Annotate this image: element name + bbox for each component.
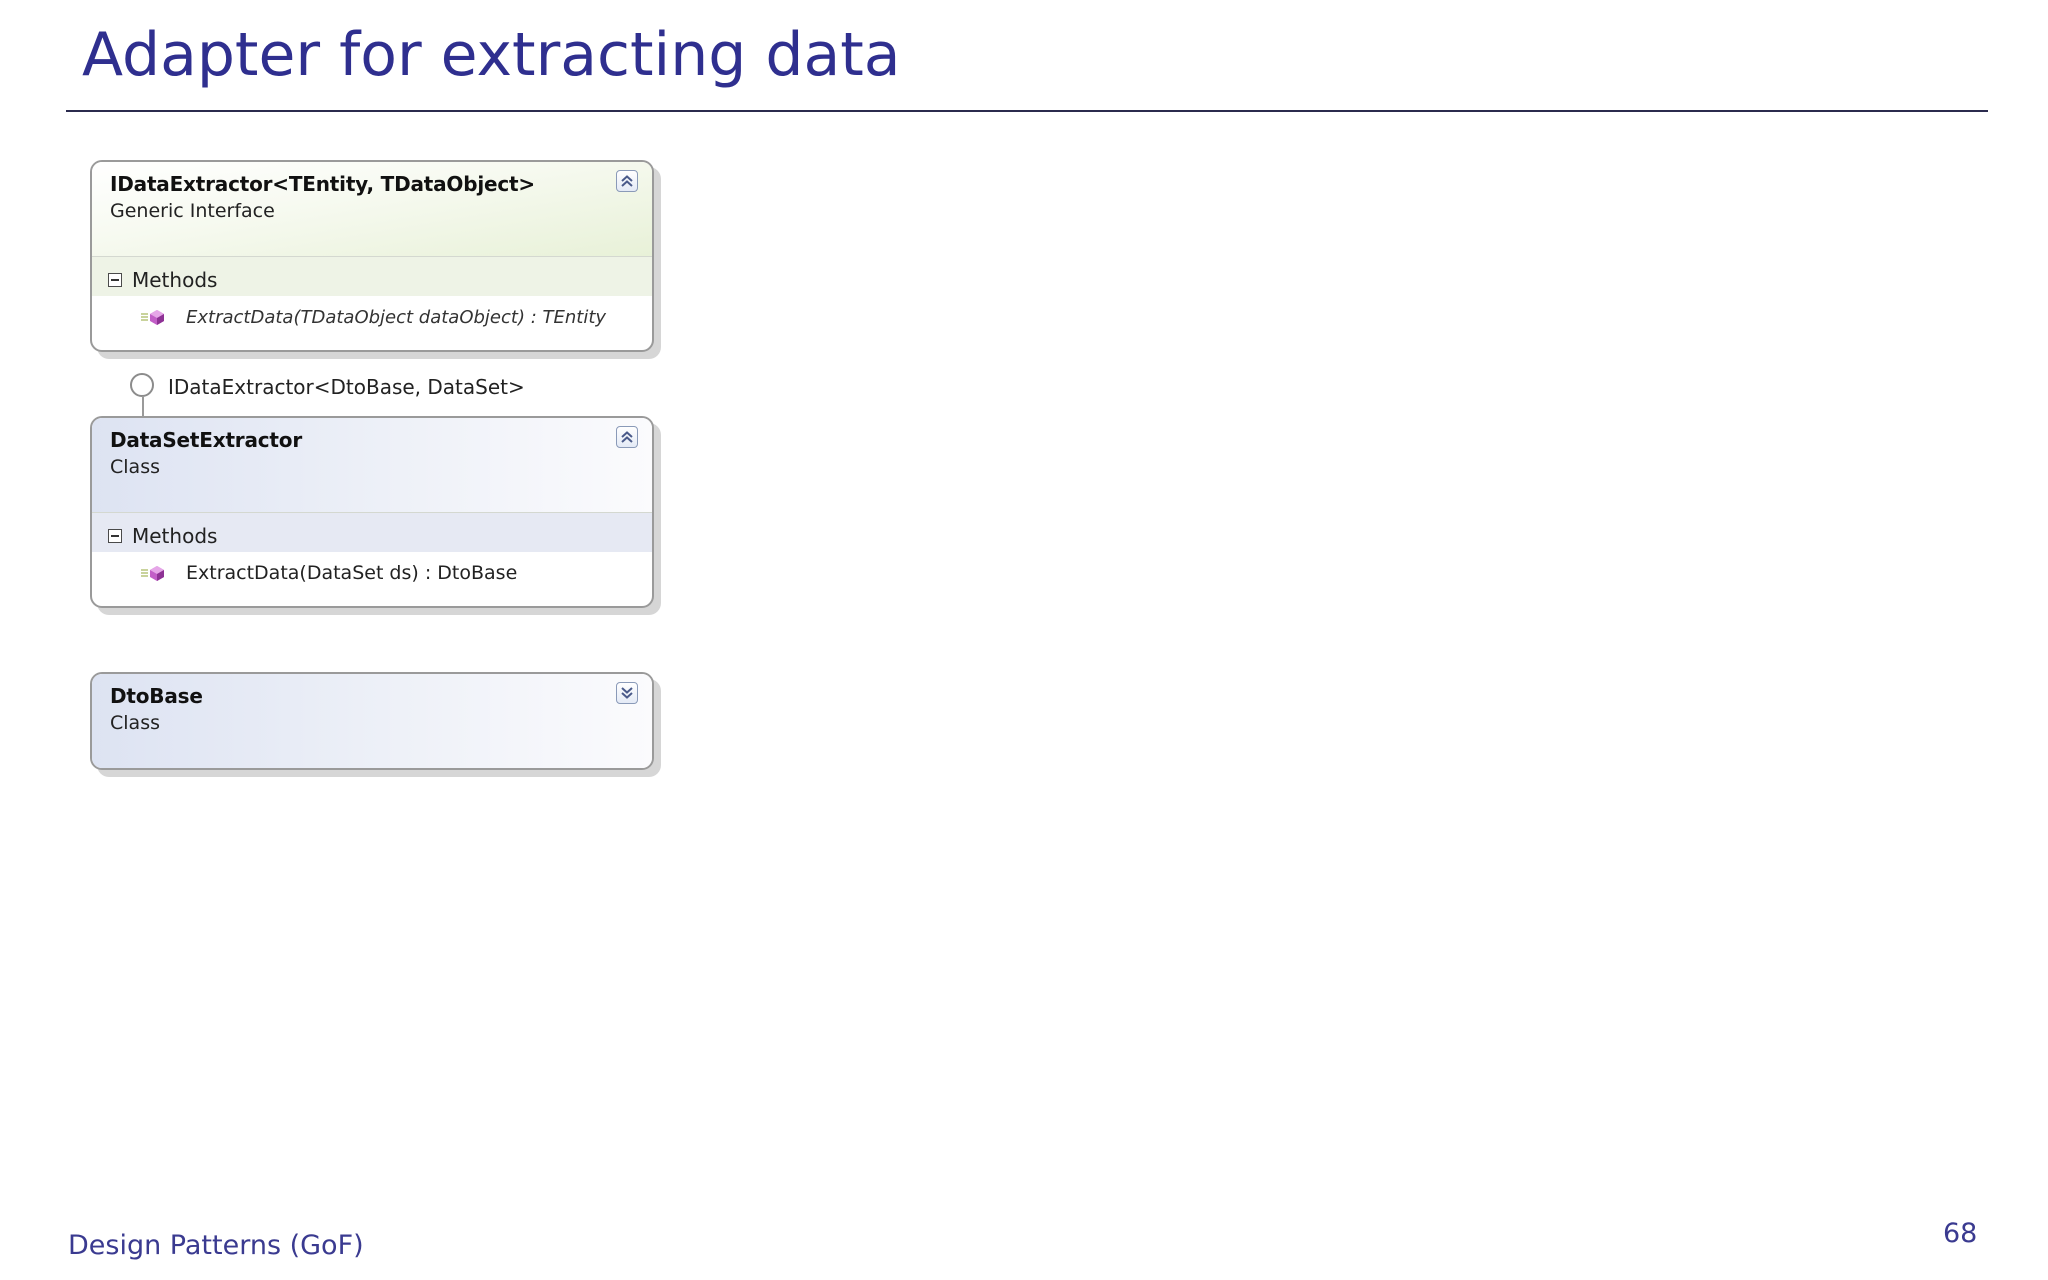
collapse-minus-icon[interactable] xyxy=(108,528,122,543)
collapse-up-icon[interactable] xyxy=(616,426,638,448)
method-icon xyxy=(141,310,164,325)
class-kind: Class xyxy=(110,712,160,734)
interface-shape-idataextractor[interactable]: IDataExtractor<TEntity, TDataObject> Gen… xyxy=(90,160,654,352)
class-name: DataSetExtractor xyxy=(110,428,302,452)
interface-name: IDataExtractor<TEntity, TDataObject> xyxy=(110,172,535,196)
title-divider xyxy=(66,110,1988,112)
method-icon xyxy=(141,566,164,581)
class-shape-header: DataSetExtractor Class xyxy=(92,418,652,512)
collapse-up-icon[interactable] xyxy=(616,170,638,192)
lollipop-interface-icon xyxy=(130,373,154,397)
class-kind: Class xyxy=(110,456,160,478)
method-signature: ExtractData(TDataObject dataObject) : TE… xyxy=(186,306,607,328)
compartment-label: Methods xyxy=(132,267,218,292)
methods-compartment-header[interactable]: Methods xyxy=(92,256,652,296)
interface-shape-header: IDataExtractor<TEntity, TDataObject> Gen… xyxy=(92,162,652,256)
expand-down-icon[interactable] xyxy=(616,682,638,704)
page-number: 68 xyxy=(1943,1218,1978,1249)
footer-course-title: Design Patterns (GoF) xyxy=(68,1230,364,1261)
method-signature: ExtractData(DataSet ds) : DtoBase xyxy=(186,562,518,584)
collapse-minus-icon[interactable] xyxy=(108,272,122,287)
methods-compartment-header[interactable]: Methods xyxy=(92,512,652,552)
interface-kind: Generic Interface xyxy=(110,200,275,222)
compartment-label: Methods xyxy=(132,523,218,548)
class-shape-header: DtoBase Class xyxy=(92,674,652,768)
class-name: DtoBase xyxy=(110,684,203,708)
class-shape-datasetextractor[interactable]: DataSetExtractor Class Methods Ex xyxy=(90,416,654,608)
class-shape-dtobase[interactable]: DtoBase Class xyxy=(90,672,654,770)
lollipop-label: IDataExtractor<DtoBase, DataSet> xyxy=(168,375,525,399)
slide-title: Adapter for extracting data xyxy=(82,20,901,90)
lollipop-connector-line xyxy=(142,396,144,416)
method-row[interactable]: ExtractData(TDataObject dataObject) : TE… xyxy=(92,296,652,338)
method-row[interactable]: ExtractData(DataSet ds) : DtoBase xyxy=(92,552,652,594)
